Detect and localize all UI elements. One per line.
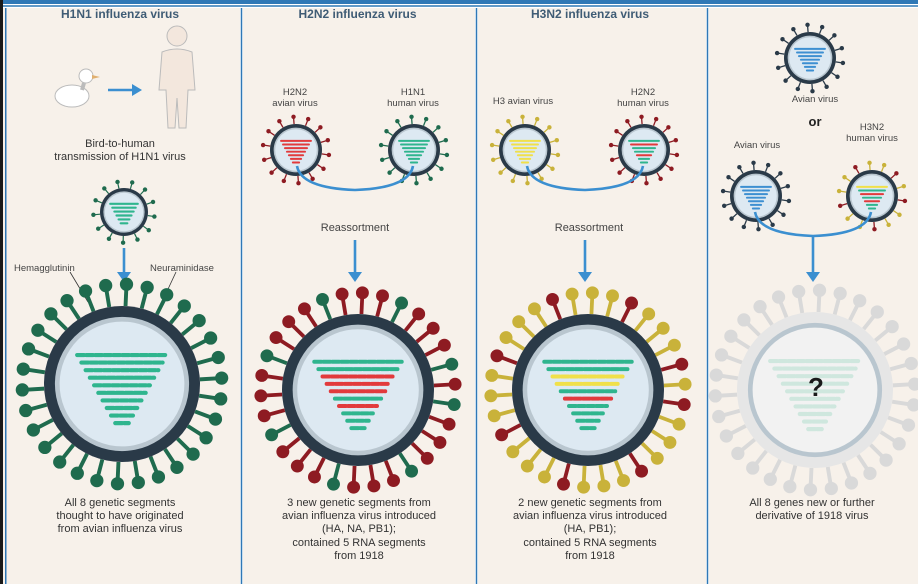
panel2-left-virus-label: H2N2 avian virus <box>250 87 340 110</box>
panel1-footer: All 8 genetic segments thought to have o… <box>10 497 230 537</box>
unknown-virus-question-mark: ? <box>808 372 824 403</box>
panel2-reassortment-label: Reassortment <box>300 222 410 235</box>
panel1-header: H1N1 influenza virus <box>20 8 220 20</box>
panel3-header: H3N2 influenza virus <box>480 8 700 20</box>
panel4-top-virus-label: Avian virus <box>770 94 860 105</box>
left-blue-rule <box>5 8 7 584</box>
panel4-left-virus-label: Avian virus <box>712 140 802 151</box>
panel1-transmission-caption: Bird-to-human transmission of H1N1 virus <box>20 138 220 164</box>
left-border <box>0 0 3 584</box>
panel2-header: H2N2 influenza virus <box>250 8 465 20</box>
panel3-left-virus-label: H3 avian virus <box>478 96 568 107</box>
panel4-right-virus-label: H3N2 human virus <box>828 122 916 145</box>
panel3-footer: 2 new genetic segments from avian influe… <box>478 497 702 563</box>
panel2-right-virus-label: H1N1 human virus <box>368 87 458 110</box>
panel4-footer: All 8 genes new or further derivative of… <box>712 497 912 523</box>
panel2-footer: 3 new genetic segments from avian influe… <box>248 497 470 563</box>
panel3-reassortment-label: Reassortment <box>534 222 644 235</box>
hemagglutinin-label: Hemagglutinin <box>14 263 104 274</box>
neuraminidase-label: Neuraminidase <box>150 263 240 274</box>
top-blue-band <box>0 0 918 4</box>
panel3-right-virus-label: H2N2 human virus <box>598 87 688 110</box>
